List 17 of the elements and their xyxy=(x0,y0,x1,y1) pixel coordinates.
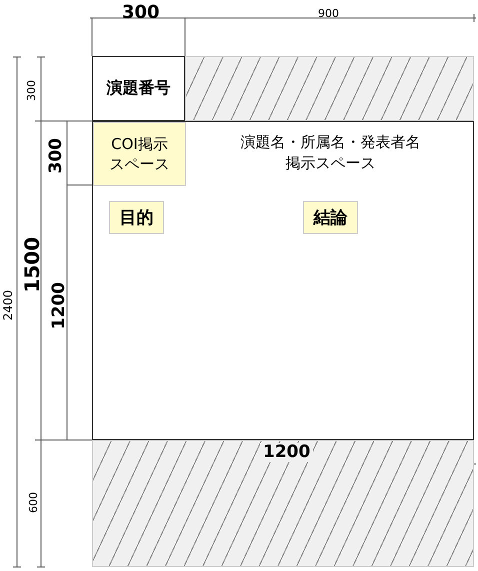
dimension-label: 2400 xyxy=(2,290,14,321)
hatched-area xyxy=(92,440,474,567)
dimension-label: 1500 xyxy=(22,237,42,293)
dimension-label: 1200 xyxy=(51,282,68,330)
dimension-label: 300 xyxy=(26,80,37,101)
dimension-label: 900 xyxy=(318,8,339,19)
poster-area xyxy=(92,121,474,440)
dimension-label: 600 xyxy=(28,492,39,513)
dimension-label: 300 xyxy=(48,138,65,174)
section-tag: 目的 xyxy=(109,201,164,234)
hatched-area xyxy=(185,56,474,121)
coi-box: COI掲示スペース xyxy=(93,122,186,186)
title-number-box: 演題番号 xyxy=(92,56,185,121)
area-heading: 演題名・所属名・発表者名掲示スペース xyxy=(240,132,422,174)
dimension-label: 300 xyxy=(122,4,160,22)
section-tag: 結論 xyxy=(303,201,358,234)
dimension-label: 1200 xyxy=(260,443,314,462)
